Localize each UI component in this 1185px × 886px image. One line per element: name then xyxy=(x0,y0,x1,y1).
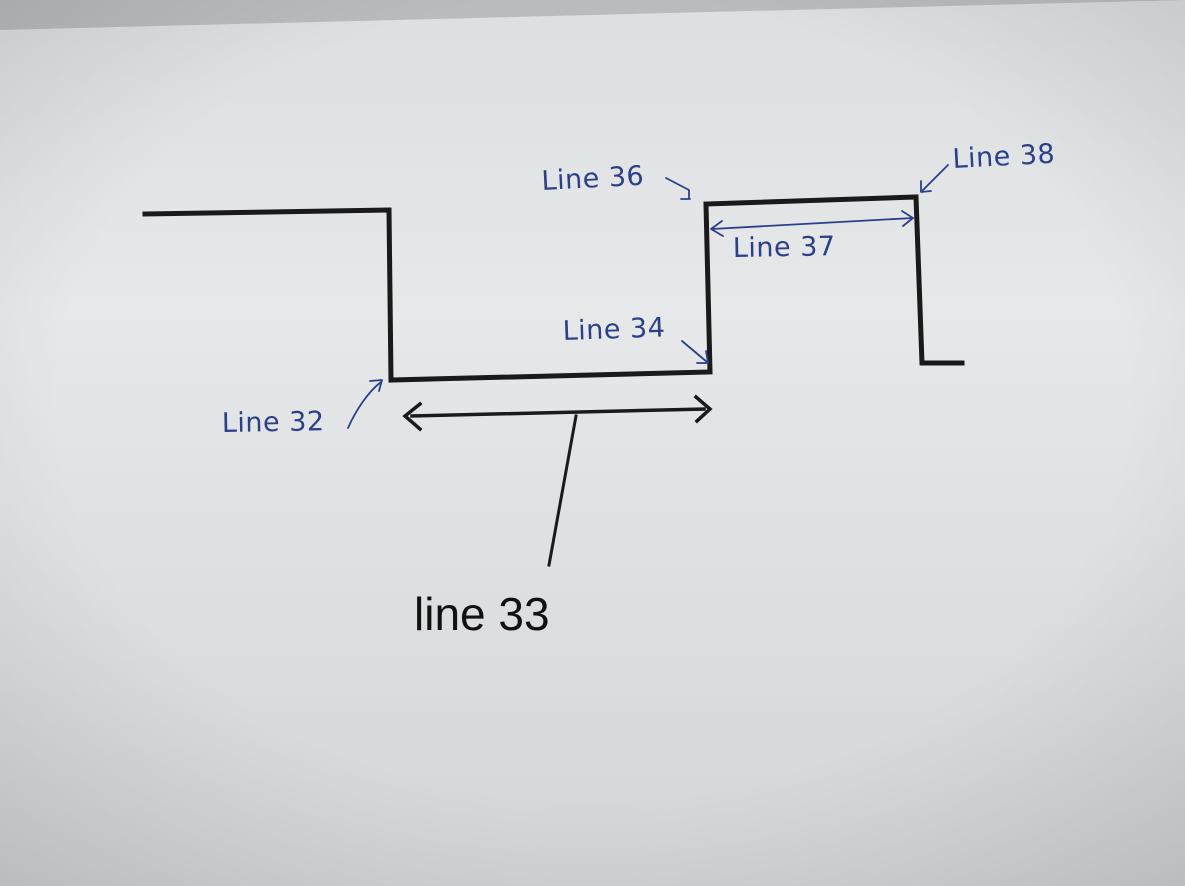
line38-label: Line 38 xyxy=(952,139,1056,175)
line36-label: Line 36 xyxy=(541,161,645,197)
line33-leader-line xyxy=(547,414,578,567)
stepped-line-path xyxy=(142,194,965,383)
line34-pointer-arrow xyxy=(681,340,709,364)
line33-label: line 33 xyxy=(414,588,550,640)
line34-label: Line 34 xyxy=(562,312,666,347)
line37-span-arrow xyxy=(710,210,914,237)
line36-pointer-arrow xyxy=(665,177,691,200)
line33-span-arrow xyxy=(402,394,713,432)
line38-pointer-arrow xyxy=(920,164,949,193)
line32-pointer-arrow xyxy=(347,379,383,429)
line32-label: Line 32 xyxy=(222,406,325,439)
line37-label: Line 37 xyxy=(733,231,836,264)
